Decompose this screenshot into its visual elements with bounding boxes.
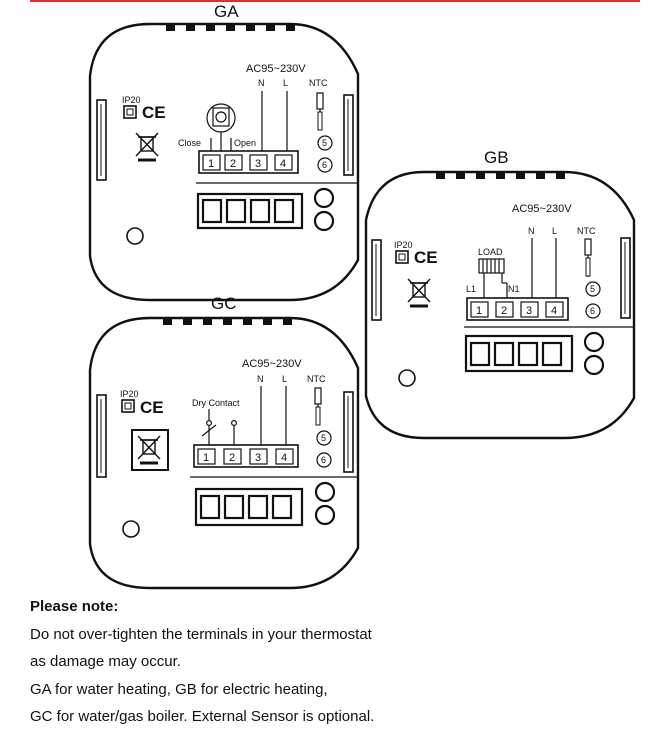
unit-gb-n1-label: N1 [508, 284, 520, 294]
unit-ga-l: L [283, 78, 288, 88]
unit-gc-terminal-3: 3 [255, 452, 261, 464]
unit-gc-weee-bin-icon [131, 429, 169, 471]
unit-gc-terminal-2: 2 [229, 452, 235, 464]
unit-ga-sensor-6-label: 6 [322, 160, 327, 170]
note-line-1: Do not over-tighten the terminals in you… [30, 626, 372, 643]
unit-gb-sensor-terminal-5 [585, 281, 601, 297]
unit-gc-terminal-block: 1 2 3 4 [193, 444, 299, 468]
unit-ga-sensor-terminal-6 [317, 157, 333, 173]
unit-ga-mount-hole [126, 227, 144, 245]
unit-gb-ip-box-icon [395, 250, 409, 264]
unit-ga-ce-mark: CE [142, 103, 166, 122]
unit-gc-ip-box-icon [121, 399, 135, 413]
unit-gb-ntc-probe-icon [584, 238, 592, 256]
unit-gb-l1-label: L1 [466, 284, 476, 294]
unit-gb-ip20: IP20 [394, 240, 413, 250]
unit-gb-sensor-terminal-6 [585, 303, 601, 319]
note-line-4: GC for water/gas boiler. External Sensor… [30, 708, 375, 725]
unit-gb-terminal-4: 4 [551, 305, 557, 317]
unit-gb-terminal-2: 2 [501, 305, 507, 317]
unit-ga-ip-box-icon [123, 105, 137, 119]
unit-gc-terminal-1: 1 [203, 452, 209, 464]
unit-gb-weee-bin-icon [407, 278, 431, 308]
unit-gc-top-tabs [163, 318, 292, 325]
unit-gc: GC AC95~230V N L NTC IP20 CE Dry Contact [88, 294, 360, 590]
unit-gb-label: GB [484, 148, 509, 167]
unit-ga-voltage: AC95~230V [246, 63, 306, 75]
unit-gc-ntc-probe-icon [314, 387, 322, 405]
unit-ga-ip20: IP20 [122, 95, 141, 105]
unit-gc-terminal-4: 4 [281, 452, 287, 464]
unit-gb-ntc: NTC [577, 226, 596, 236]
unit-ga-terminal-2: 2 [230, 158, 236, 170]
unit-ga-ntc-probe-icon [316, 92, 324, 110]
note-line-2: as damage may occur. [30, 653, 181, 670]
unit-gc-sensor-terminal-6 [316, 452, 332, 468]
unit-gb-load-label: LOAD [478, 247, 503, 257]
unit-ga-close-label: Close [178, 138, 201, 148]
unit-ga-terminal-block: 1 2 3 4 [198, 150, 299, 174]
unit-gc-l: L [282, 374, 287, 384]
unit-ga-ntc: NTC [309, 78, 328, 88]
unit-gc-mount-hole [122, 520, 140, 538]
unit-gc-ip20: IP20 [120, 389, 139, 399]
unit-ga-sensor-5-label: 5 [322, 138, 327, 148]
unit-ga: GA AC95~230V N L NTC IP20 CE [88, 2, 360, 302]
unit-gb: GB AC95~230V N L NTC IP20 CE LOAD L1 N1 [364, 148, 636, 440]
unit-ga-top-tabs [166, 24, 295, 31]
unit-ga-open-label: Open [234, 138, 256, 148]
unit-ga-terminal-1: 1 [208, 158, 214, 170]
unit-gb-sensor-5-label: 5 [590, 284, 595, 294]
unit-gc-dry-contact-icon [201, 409, 238, 445]
unit-gb-terminal-1: 1 [476, 305, 482, 317]
unit-gb-load-heater-icon [478, 258, 508, 298]
unit-ga-weee-bin-icon [135, 132, 159, 162]
unit-gc-ce-mark: CE [140, 398, 164, 417]
unit-ga-label: GA [214, 2, 239, 21]
unit-gc-ntc: NTC [307, 374, 326, 384]
unit-gc-sensor-5-label: 5 [321, 433, 326, 443]
unit-gb-terminal-block: 1 2 3 4 [466, 297, 569, 321]
unit-gb-terminal-3: 3 [526, 305, 532, 317]
unit-gb-mount-hole [398, 369, 416, 387]
unit-gb-sensor-6-label: 6 [590, 306, 595, 316]
unit-ga-connector [196, 187, 335, 232]
unit-gc-voltage: AC95~230V [242, 358, 302, 370]
unit-ga-n: N [258, 78, 265, 88]
unit-gc-connector [194, 481, 336, 527]
unit-gb-top-tabs [436, 172, 565, 179]
unit-gc-sensor-6-label: 6 [321, 455, 326, 465]
unit-gb-ce-mark: CE [414, 248, 438, 267]
unit-gc-n: N [257, 374, 264, 384]
unit-gc-sensor-terminal-5 [316, 430, 332, 446]
unit-ga-valve-icon [206, 103, 236, 151]
unit-gc-label: GC [211, 294, 237, 313]
unit-ga-terminal-4: 4 [280, 158, 286, 170]
unit-ga-sensor-terminal-5 [317, 135, 333, 151]
unit-gb-voltage: AC95~230V [512, 203, 572, 215]
note-line-3: GA for water heating, GB for electric he… [30, 681, 328, 698]
note-title: Please note: [30, 598, 119, 615]
unit-ga-terminal-3: 3 [255, 158, 261, 170]
unit-gb-connector [464, 331, 605, 376]
unit-gb-n: N [528, 226, 535, 236]
unit-gc-dry-contact-label: Dry Contact [192, 398, 240, 408]
unit-gb-l: L [552, 226, 557, 236]
